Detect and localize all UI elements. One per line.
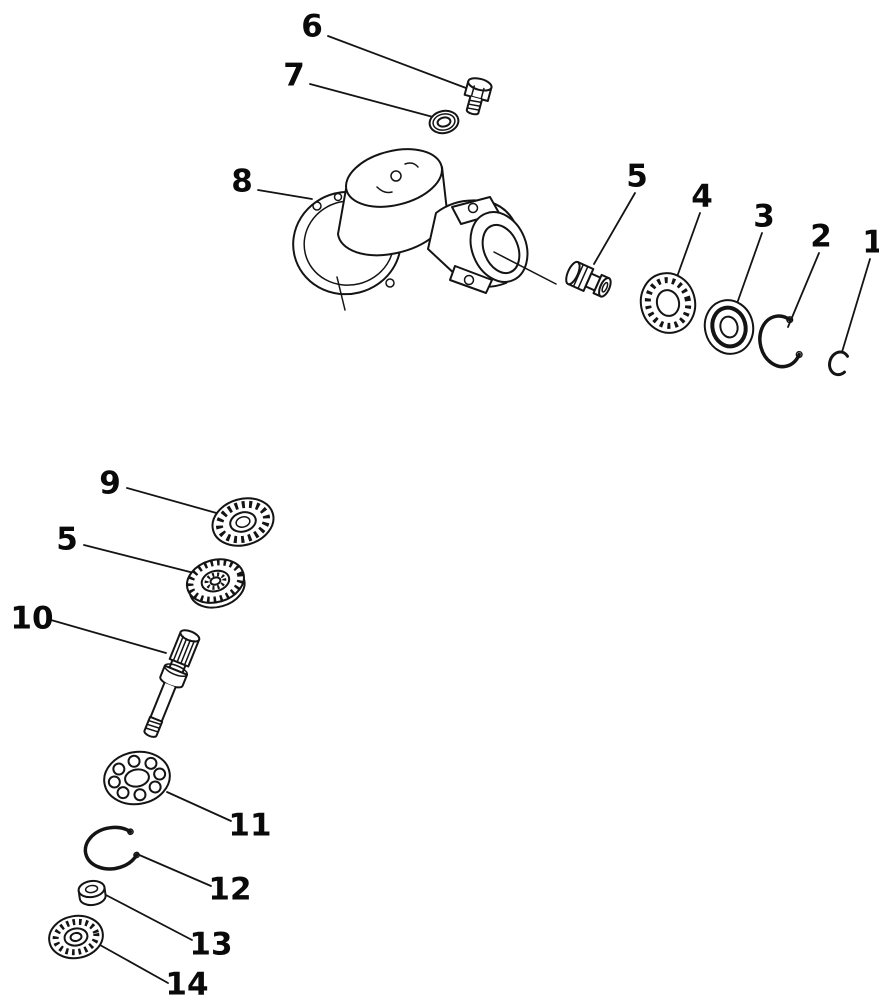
part-label-8: 8 [231, 163, 253, 200]
hex-bolt-drawing [463, 77, 493, 116]
retaining-clip-drawing [828, 350, 849, 377]
output-shaft-drawing [143, 629, 201, 738]
part-label-12: 12 [208, 871, 252, 908]
part-label-11: 11 [228, 807, 272, 844]
part-label-7: 7 [283, 57, 305, 94]
bearing-14-drawing [48, 914, 104, 960]
part-label-14: 14 [165, 966, 209, 1000]
part-label-10: 10 [10, 600, 54, 637]
part-label-2: 2 [810, 218, 832, 255]
part-label-13: 13 [189, 926, 233, 963]
part-label-3: 3 [753, 198, 775, 235]
bearing-3-drawing [703, 299, 755, 355]
part-label-9: 9 [99, 465, 121, 502]
washer-drawing [428, 109, 460, 135]
part-label-4: 4 [691, 178, 713, 215]
part-label-5-gear: 5 [56, 521, 78, 558]
snap-ring-12-drawing [83, 825, 140, 871]
leader-lines [50, 35, 871, 984]
part-label-5-pinion: 5 [626, 158, 648, 195]
bearing-11-drawing [103, 750, 171, 806]
snap-ring-2-drawing [758, 314, 803, 369]
gearbox-housing-drawing [292, 148, 557, 311]
part-label-1: 1 [862, 224, 879, 261]
part-label-6: 6 [301, 8, 323, 45]
spacer-collar-drawing [77, 879, 107, 907]
bevel-gear-drawing [185, 558, 246, 609]
bearing-9-drawing [211, 497, 275, 547]
bearing-4-drawing [639, 272, 697, 334]
pinion-shaft-drawing [565, 260, 612, 298]
